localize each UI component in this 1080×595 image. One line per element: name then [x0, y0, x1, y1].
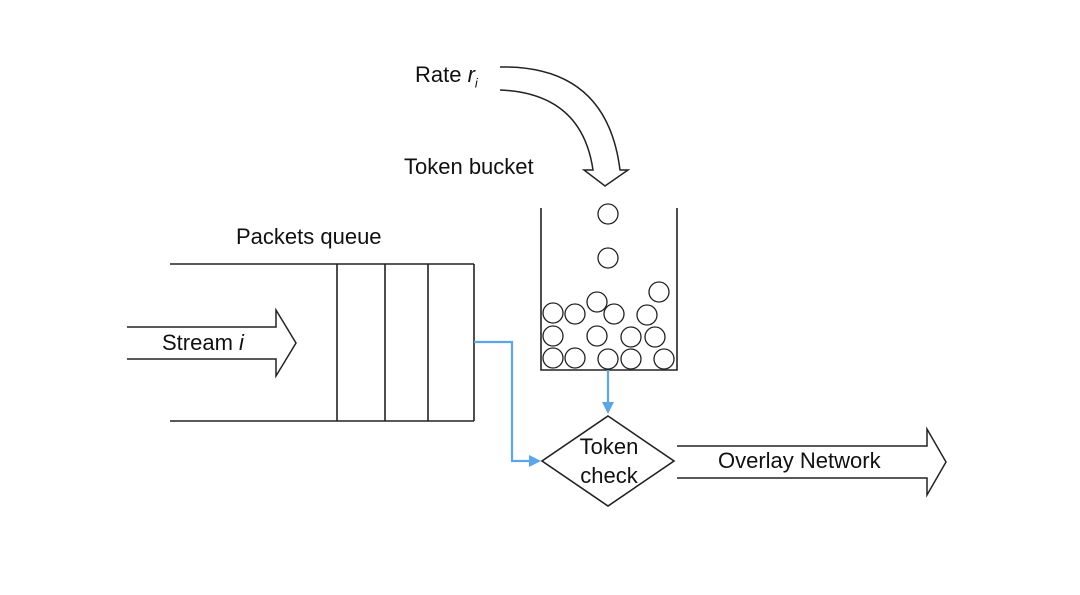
rate-subscript: i [474, 75, 478, 91]
token-ball [644, 326, 666, 348]
token-ball [620, 326, 642, 348]
token-ball [603, 303, 625, 325]
bucket-tokens [542, 281, 675, 370]
token-ball [564, 303, 586, 325]
token-ball [597, 348, 619, 370]
token-ball [542, 325, 564, 347]
stream-arrow [127, 307, 297, 379]
token-ball [597, 203, 619, 225]
falling-tokens [597, 203, 619, 269]
rate-curved-arrow [499, 66, 631, 187]
token-ball [648, 281, 670, 303]
rate-variable: r [467, 62, 475, 87]
token-ball [586, 325, 608, 347]
stream-prefix-text: Stream [162, 330, 240, 355]
token-bucket-label: Token bucket [404, 154, 534, 179]
token-check-diamond [540, 415, 676, 507]
token-ball [586, 291, 608, 313]
overlay-network-arrow [677, 426, 947, 498]
overlay-network-label: Overlay Network [718, 448, 881, 473]
stream-label: Stream i [162, 332, 244, 354]
packets-queue [170, 263, 475, 422]
token-ball [542, 302, 564, 324]
queue-to-check-flow [474, 340, 530, 463]
token-ball [620, 348, 642, 370]
bucket-to-check-arrowhead [602, 402, 614, 414]
token-check-label-line2: check [580, 463, 638, 488]
token-check-label-line1: Token [579, 434, 639, 459]
token-ball [636, 304, 658, 326]
queue-to-check-arrowhead [529, 455, 541, 467]
rate-label: Rate ri [415, 62, 478, 91]
token-ball [542, 347, 564, 369]
rate-prefix-text: Rate [415, 62, 468, 87]
token-ball [653, 348, 675, 370]
token-ball [597, 247, 619, 269]
token-ball [564, 347, 586, 369]
packets-queue-label: Packets queue [236, 224, 382, 249]
stream-variable: i [239, 330, 244, 355]
